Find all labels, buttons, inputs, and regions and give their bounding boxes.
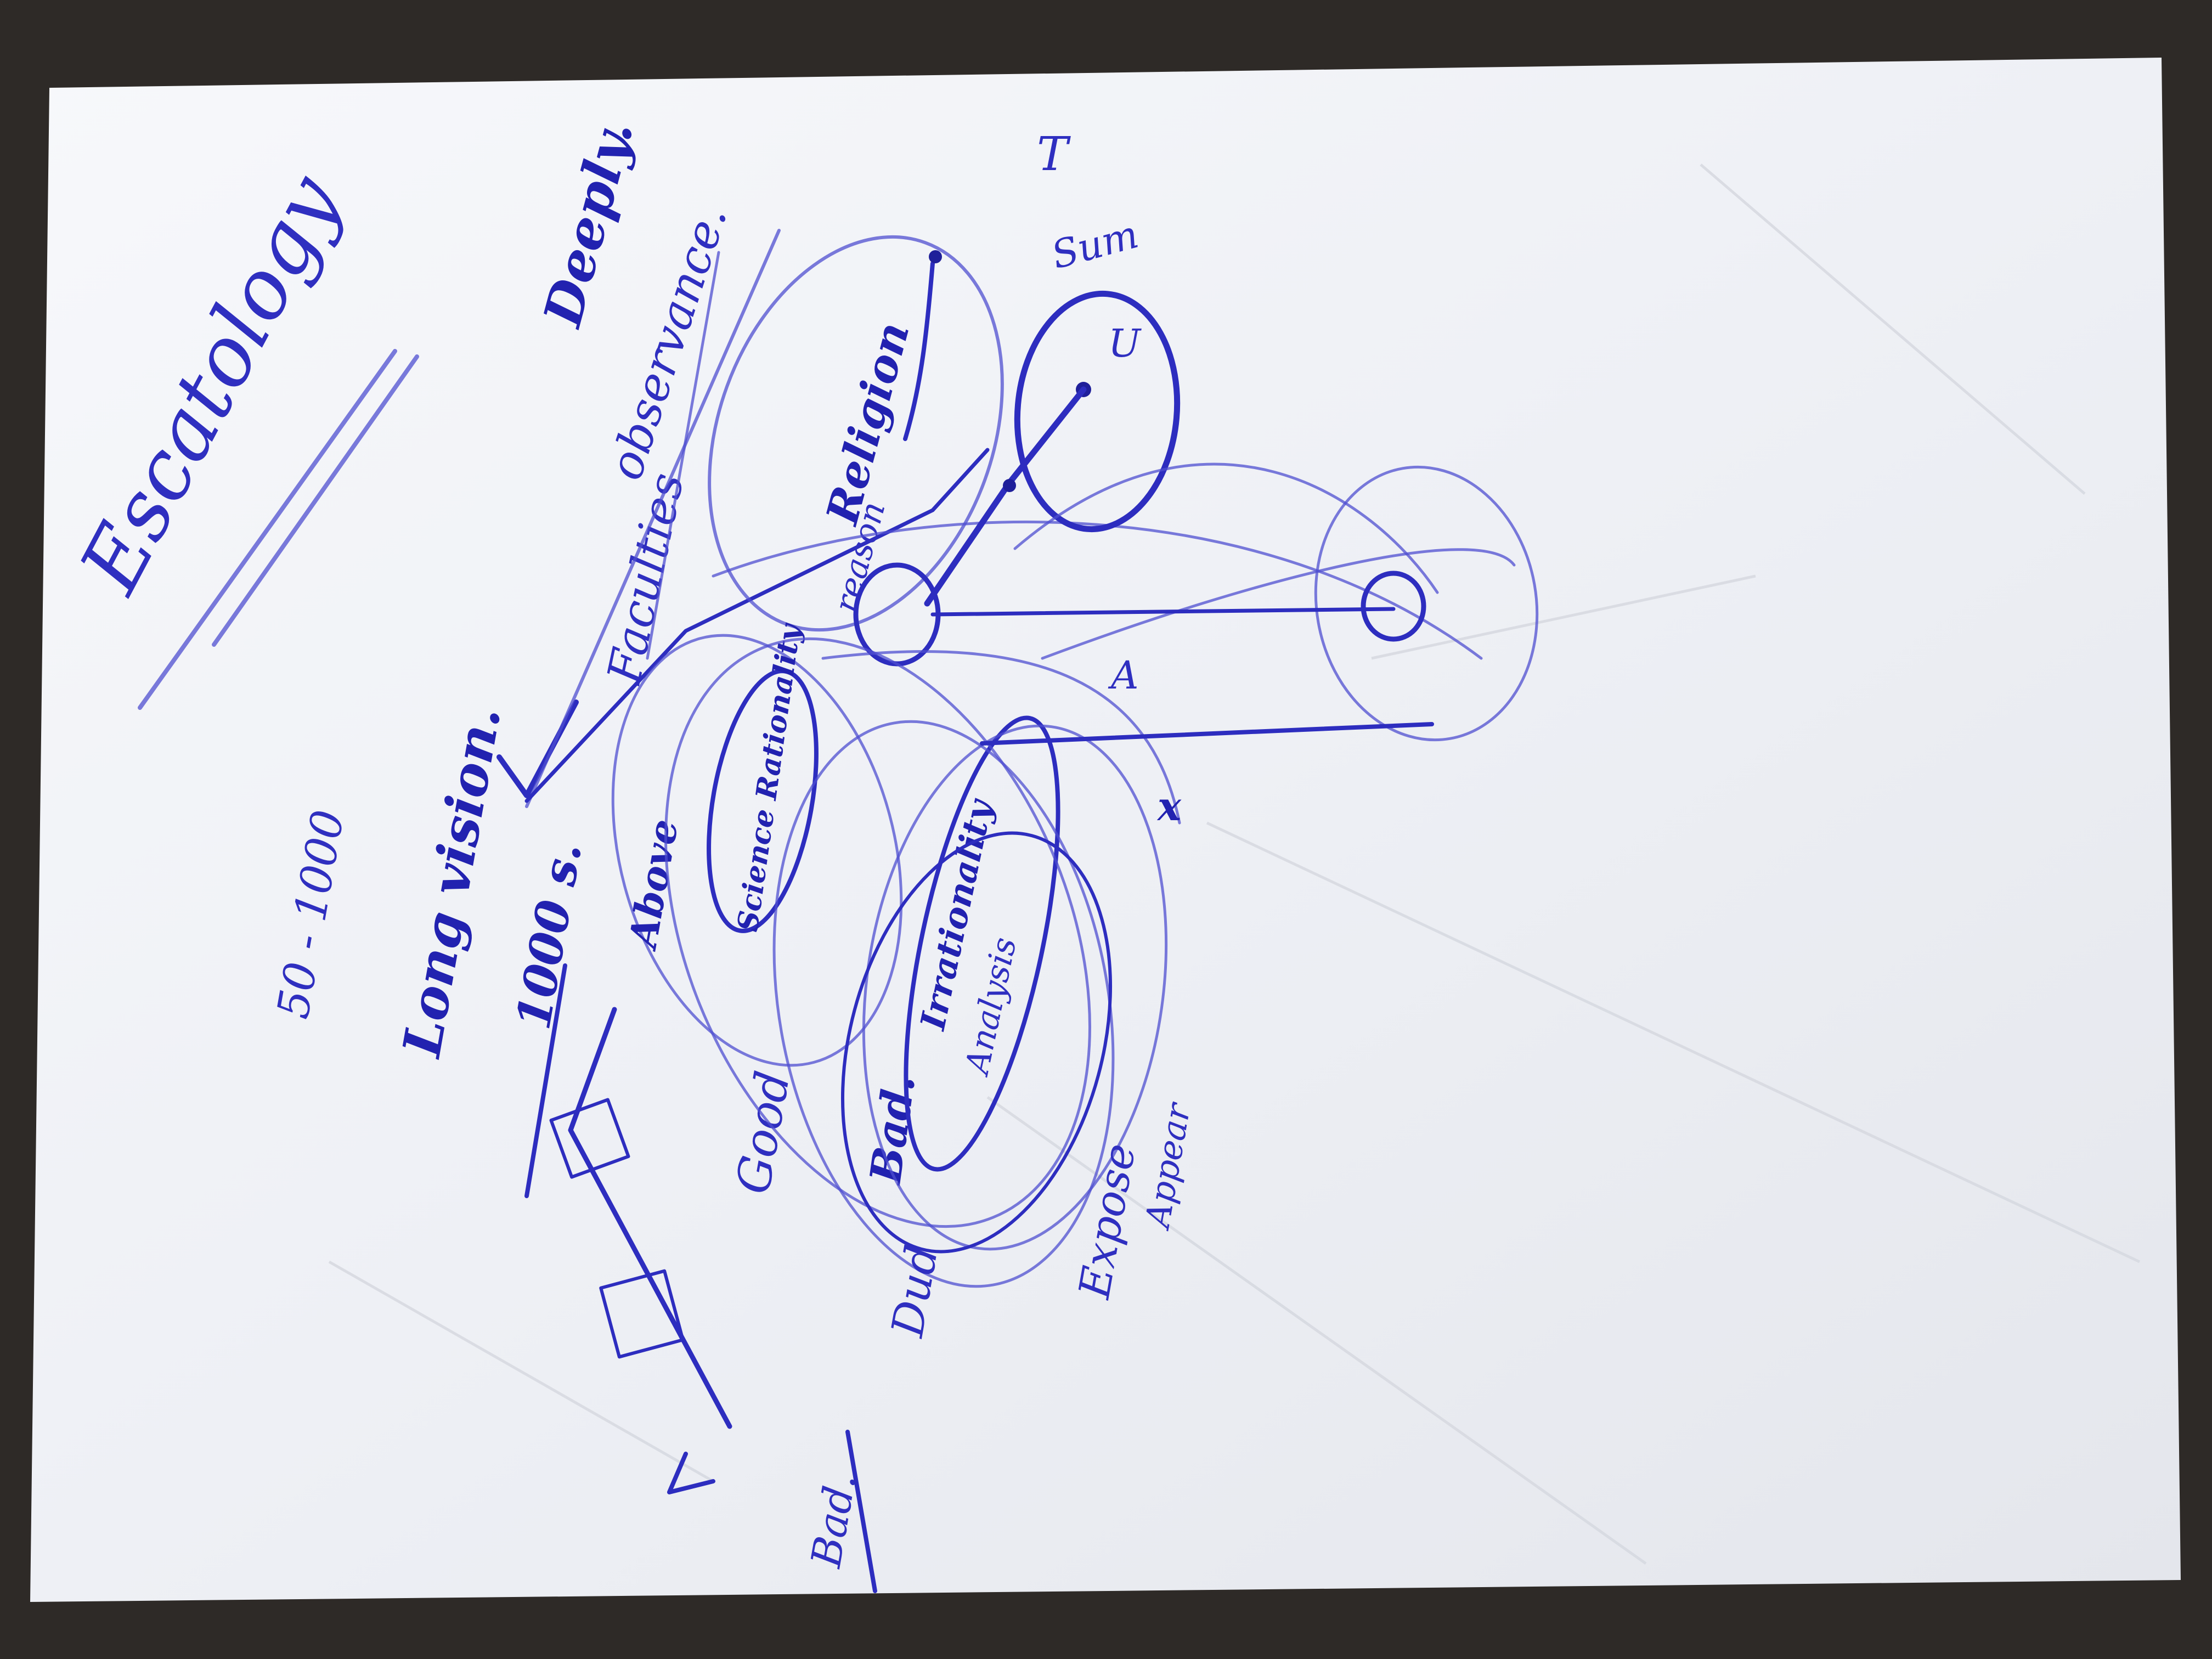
arrow-stroke [667, 1452, 715, 1494]
small-box-2 [599, 1269, 685, 1359]
long-horizontal-line [980, 722, 1434, 746]
right-arc-2 [1041, 548, 1516, 660]
right-small-circle [1361, 571, 1426, 642]
upper-dot [929, 250, 942, 263]
bad-corner-line [845, 1430, 877, 1593]
hub-dot [1003, 479, 1016, 492]
left-bracket-line [568, 1007, 732, 1429]
religion-oval [708, 235, 1004, 632]
diagonal-line-3 [646, 251, 720, 660]
right-arc-1 [1013, 462, 1439, 594]
u-label: U [1108, 321, 1142, 366]
paper-sheet [30, 58, 2181, 1602]
years-underline [524, 963, 567, 1198]
title-underline-2 [138, 349, 397, 710]
irrationality-oval [904, 715, 1060, 1172]
u-circle [1014, 290, 1181, 533]
horizontal-link [930, 607, 1396, 617]
small-box-1 [549, 1098, 630, 1179]
t-label: T [1037, 127, 1071, 182]
right-cluster-oval [1314, 465, 1539, 742]
a-label: A [1108, 653, 1139, 698]
upper-stroke [903, 261, 935, 441]
title-underline-1 [212, 354, 419, 647]
science-oval [707, 669, 819, 933]
x-label: x [1156, 783, 1182, 830]
diagonal-line-2 [524, 448, 990, 803]
diagonal-line-1 [525, 229, 781, 808]
scribble-cluster [664, 521, 1483, 1288]
science-outer-oval [611, 634, 903, 1067]
